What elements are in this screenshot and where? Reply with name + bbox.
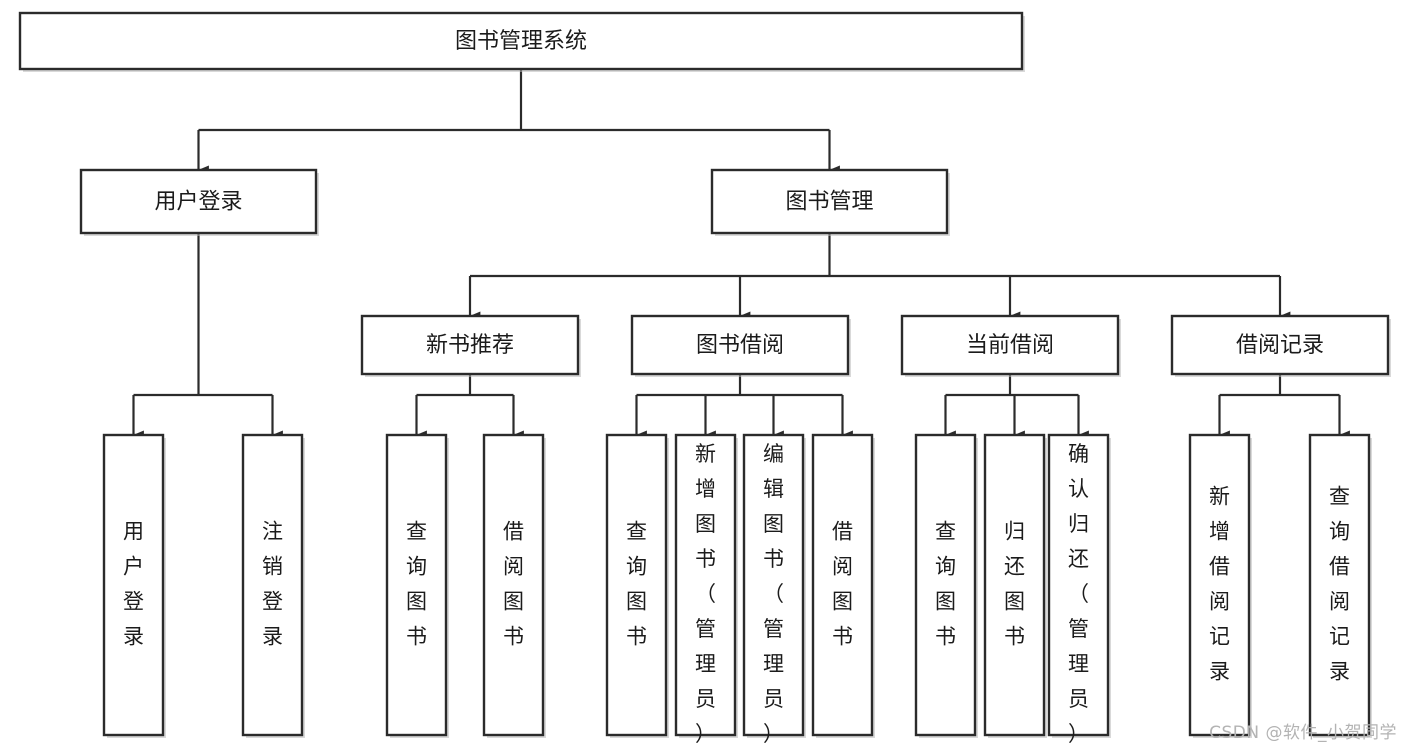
node-leaf-edit-book[interactable]: 编辑图书（管理员）: [742, 433, 806, 746]
node-box[interactable]: [914, 433, 977, 737]
node-box[interactable]: [811, 433, 874, 737]
node-label: 注销登录: [262, 520, 283, 649]
node-box[interactable]: [1308, 433, 1371, 737]
node-box[interactable]: [102, 433, 165, 737]
node-new-book-recommend[interactable]: 新书推荐: [360, 314, 581, 377]
node-root[interactable]: 图书管理系统: [18, 11, 1025, 72]
node-box[interactable]: [742, 433, 805, 737]
node-leaf-borrow-book-1[interactable]: 借阅图书: [482, 433, 546, 738]
node-label: 归还图书: [1004, 520, 1025, 649]
node-label: 当前借阅: [966, 333, 1054, 358]
node-label: 查询图书: [935, 520, 956, 649]
node-leaf-user-login[interactable]: 用户登录: [102, 433, 166, 738]
node-label: 图书管理系统: [455, 29, 587, 54]
node-book-borrow[interactable]: 图书借阅: [630, 314, 851, 377]
node-label: 编辑图书（管理员）: [763, 442, 784, 746]
node-box[interactable]: [18, 11, 1024, 71]
node-label: 查询借阅记录: [1329, 485, 1350, 684]
node-leaf-query-book-1[interactable]: 查询图书: [385, 433, 449, 738]
node-leaf-return-book[interactable]: 归还图书: [983, 433, 1047, 738]
node-label: 查询图书: [626, 520, 647, 649]
node-label: 借阅图书: [832, 520, 853, 649]
node-leaf-logout[interactable]: 注销登录: [241, 433, 305, 738]
node-box[interactable]: [1047, 433, 1110, 737]
node-leaf-query-book-3[interactable]: 查询图书: [914, 433, 978, 738]
node-box[interactable]: [605, 433, 668, 737]
node-leaf-query-record[interactable]: 查询借阅记录: [1308, 433, 1372, 738]
node-box[interactable]: [674, 433, 737, 737]
node-leaf-query-book-2[interactable]: 查询图书: [605, 433, 669, 738]
node-label: 新增图书（管理员）: [695, 442, 716, 746]
node-box[interactable]: [482, 433, 545, 737]
node-label: 用户登录: [123, 520, 144, 649]
node-box[interactable]: [983, 433, 1046, 737]
node-box[interactable]: [1170, 314, 1390, 376]
node-leaf-add-record[interactable]: 新增借阅记录: [1188, 433, 1252, 738]
node-user-login[interactable]: 用户登录: [79, 168, 319, 236]
node-box[interactable]: [79, 168, 318, 235]
node-label: 图书管理: [785, 190, 873, 215]
node-leaf-confirm-return[interactable]: 确认归还（管理员）: [1047, 433, 1111, 746]
node-label: 借阅图书: [503, 520, 524, 649]
node-label: 借阅记录: [1236, 333, 1324, 358]
node-label: 新增借阅记录: [1209, 485, 1230, 684]
node-label: 用户登录: [154, 190, 242, 215]
node-current-borrow[interactable]: 当前借阅: [900, 314, 1121, 377]
node-leaf-borrow-book-2[interactable]: 借阅图书: [811, 433, 875, 738]
node-box[interactable]: [630, 314, 850, 376]
node-box[interactable]: [241, 433, 304, 737]
node-box[interactable]: [900, 314, 1120, 376]
node-label: 图书借阅: [696, 333, 784, 358]
node-leaf-add-book[interactable]: 新增图书（管理员）: [674, 433, 738, 746]
node-label: 查询图书: [406, 520, 427, 649]
node-label: 确认归还（管理员）: [1068, 442, 1089, 746]
edge-layer: [132, 69, 1350, 440]
node-box[interactable]: [360, 314, 580, 376]
node-box[interactable]: [385, 433, 448, 737]
node-book-management[interactable]: 图书管理: [710, 168, 950, 236]
node-box[interactable]: [710, 168, 949, 235]
node-box[interactable]: [1188, 433, 1251, 737]
node-label: 新书推荐: [426, 333, 514, 358]
node-borrow-record[interactable]: 借阅记录: [1170, 314, 1391, 377]
node-layer: 图书管理系统用户登录图书管理新书推荐图书借阅当前借阅借阅记录用户登录注销登录查询…: [18, 11, 1391, 746]
